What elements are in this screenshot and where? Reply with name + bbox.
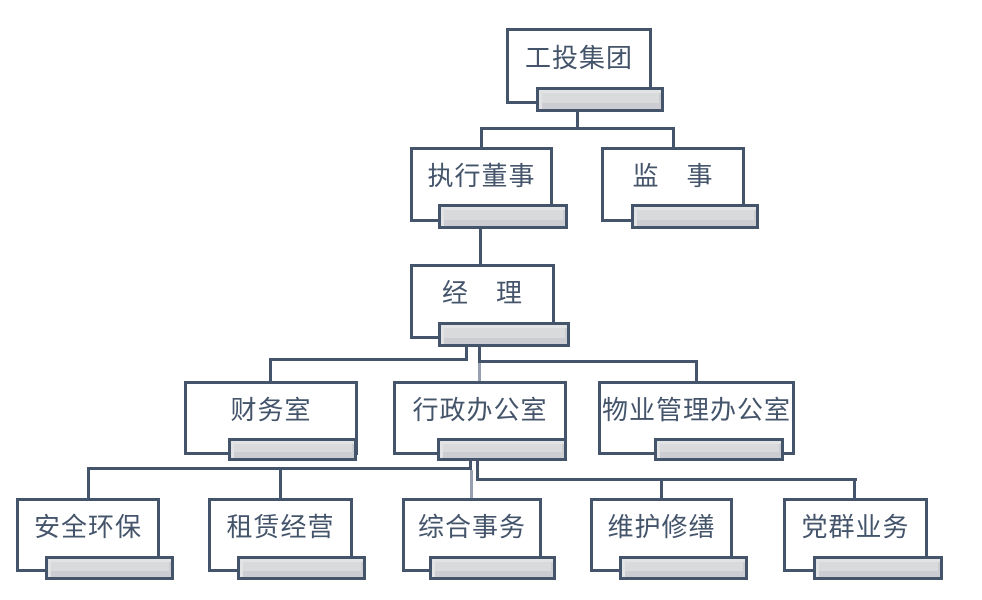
org-node-party-affairs-label: 党群业务 [801, 512, 910, 542]
connector-admin-bus-right [476, 478, 857, 481]
org-node-property-office-subtitle-bar [654, 438, 784, 461]
connector-drop-general-affairs [470, 470, 473, 498]
connector-manager-riser-left [465, 345, 468, 360]
connector-drop-maintenance [660, 478, 663, 498]
org-node-manager-subtitle-bar [438, 322, 570, 347]
org-node-leasing-subtitle-bar [237, 556, 366, 580]
connector-drop-admin-office [478, 363, 481, 381]
connector-admin-riser-right [476, 459, 479, 481]
connector-group-bus [480, 127, 675, 130]
connector-manager-bus-left [269, 358, 468, 361]
connector-drop-exec-director [480, 127, 483, 147]
connector-drop-safety [87, 467, 90, 498]
org-node-general-affairs-subtitle-bar [429, 556, 556, 580]
connector-group-riser [576, 110, 579, 130]
connector-drop-party-affairs [853, 478, 856, 498]
org-node-maintenance-subtitle-bar [619, 556, 748, 580]
org-node-admin-office-label: 行政办公室 [412, 394, 548, 425]
org-node-party-affairs-subtitle-bar [813, 556, 943, 580]
connector-exec-to-manager [479, 227, 482, 264]
org-node-leasing-label: 租赁经营 [226, 512, 335, 542]
connector-drop-property-office [695, 360, 698, 381]
org-node-general-affairs-label: 综合事务 [417, 512, 526, 542]
connector-manager-bus-right [478, 360, 698, 363]
org-node-safety-label: 安全环保 [33, 512, 142, 542]
connector-admin-riser-left [469, 459, 472, 470]
org-node-exec-director-subtitle-bar [438, 204, 568, 229]
org-node-supervisor-subtitle-bar [631, 204, 759, 229]
connector-drop-supervisor [672, 127, 675, 147]
org-node-admin-office-subtitle-bar [437, 438, 567, 461]
org-node-finance-label: 财务室 [230, 394, 312, 425]
org-node-property-office-label: 物业管理办公室 [601, 394, 791, 425]
org-node-exec-director-label: 执行董事 [427, 160, 536, 191]
connector-drop-leasing [279, 467, 282, 498]
org-node-finance-subtitle-bar [228, 438, 357, 461]
org-node-maintenance-label: 维护修缮 [607, 512, 716, 542]
org-node-manager-label: 经 理 [441, 278, 523, 308]
org-node-group-subtitle-bar [536, 87, 664, 112]
org-node-safety-subtitle-bar [45, 556, 174, 580]
connector-drop-finance [269, 358, 272, 381]
org-node-supervisor-label: 监 事 [632, 160, 714, 191]
connector-manager-riser-right [478, 345, 481, 363]
org-node-group-label: 工投集团 [524, 42, 633, 73]
